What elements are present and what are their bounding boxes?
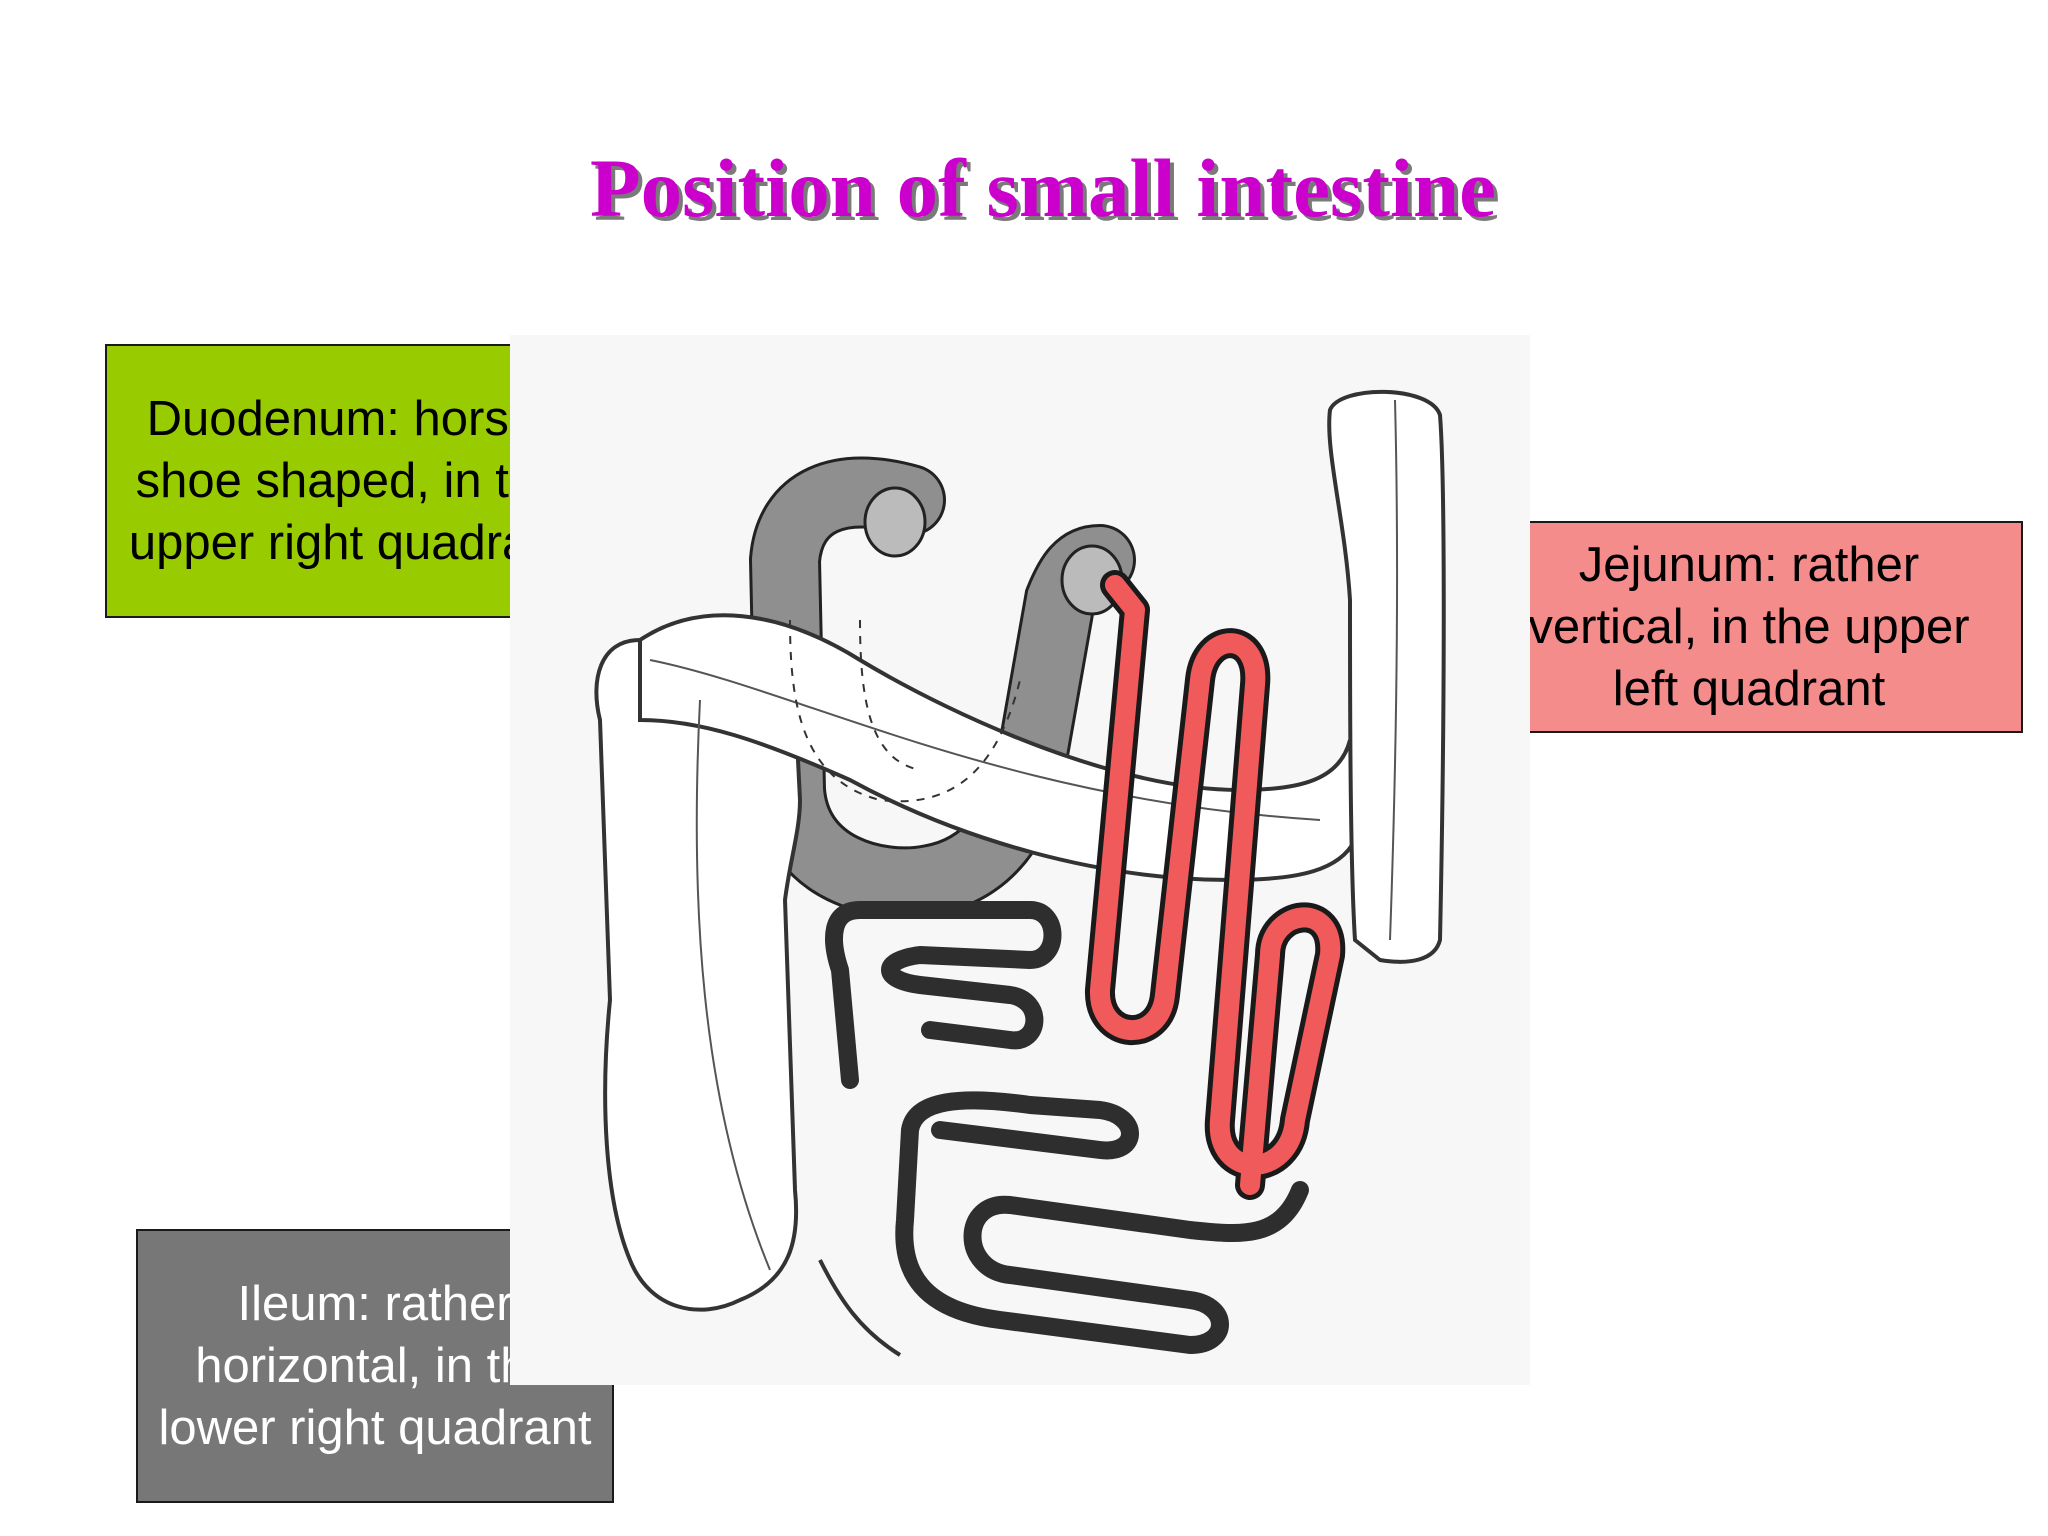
ileum-label: Ileum: rather horizontal, in the lower r… <box>158 1277 592 1455</box>
slide-title: Position of small intestine <box>589 142 1497 234</box>
duodenum-hidden-outline <box>789 619 1021 803</box>
duodenum-label: Duodenum: horse-shoe shaped, in the uppe… <box>128 392 571 570</box>
jejunum-label: Jejunum: rather vertical, in the upper l… <box>1528 538 1970 716</box>
intestine-diagram <box>510 335 1530 1385</box>
duodenum-shape <box>748 456 1136 919</box>
ileum-tube <box>825 901 1309 1354</box>
jejunum-tube <box>1085 570 1346 1200</box>
jejunum-label-box: Jejunum: rather vertical, in the upper l… <box>1475 521 2023 733</box>
